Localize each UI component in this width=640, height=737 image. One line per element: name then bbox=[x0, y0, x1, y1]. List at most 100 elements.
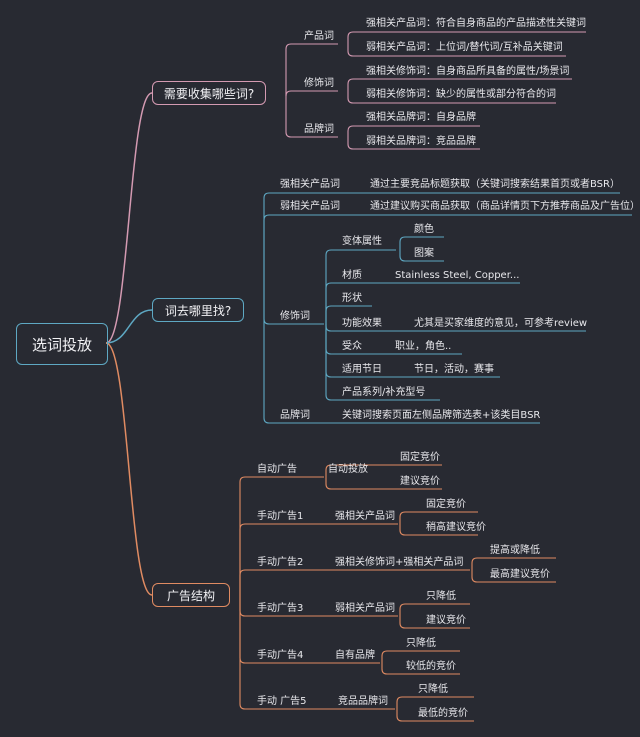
connector-line bbox=[239, 595, 252, 617]
source-weak-product-words[interactable]: 弱相关产品词 bbox=[280, 201, 340, 212]
connector-line bbox=[263, 310, 276, 325]
connector-line bbox=[399, 616, 420, 629]
connector-line bbox=[285, 90, 300, 97]
connector-line bbox=[325, 324, 336, 355]
connector-line bbox=[396, 696, 412, 709]
connector-line bbox=[285, 93, 300, 138]
connector-line bbox=[325, 282, 336, 324]
connector-line bbox=[381, 663, 400, 675]
campaign-manual-4-target[interactable]: 自有品牌 bbox=[335, 650, 375, 661]
item-strong-product-words[interactable]: 强相关产品词：符合自身商品的产品描述性关键词 bbox=[366, 18, 586, 29]
modifier-audience-note: 职业，角色.. bbox=[395, 341, 452, 352]
connector-line bbox=[325, 477, 394, 490]
campaign-manual-5-bid-2[interactable]: 最低的竞价 bbox=[418, 708, 468, 719]
campaign-manual-5[interactable]: 手动 广告5 bbox=[257, 696, 307, 707]
campaign-auto-bid-1[interactable]: 固定竞价 bbox=[400, 452, 440, 463]
campaign-manual-5-bid-1[interactable]: 只降低 bbox=[418, 684, 448, 695]
campaign-manual-2-target[interactable]: 强相关修饰词+强相关产品词 bbox=[335, 557, 464, 568]
source-brand-note: 关键词搜索页面左侧品牌筛选表+该类目BSR bbox=[342, 410, 541, 421]
connector-line bbox=[285, 43, 300, 93]
variant-color[interactable]: 颜色 bbox=[414, 224, 434, 235]
campaign-manual-4-bid-1[interactable]: 只降低 bbox=[406, 638, 436, 649]
connector-line bbox=[325, 249, 336, 324]
connector-line bbox=[239, 569, 252, 595]
source-strong-product-words[interactable]: 强相关产品词 bbox=[280, 179, 340, 190]
group-modifier-words[interactable]: 修饰词 bbox=[304, 78, 334, 89]
connector-line bbox=[399, 524, 420, 536]
connector-line bbox=[325, 464, 394, 477]
connector-line bbox=[325, 305, 336, 324]
campaign-auto-target[interactable]: 自动投放 bbox=[328, 464, 368, 475]
modifier-function-note: 尤其是买家维度的意见，可参考review bbox=[414, 318, 588, 329]
connector-line bbox=[396, 709, 412, 722]
group-product-words[interactable]: 产品词 bbox=[304, 31, 334, 42]
modifier-function[interactable]: 功能效果 bbox=[342, 318, 382, 329]
connector-line bbox=[325, 324, 336, 401]
campaign-manual-2[interactable]: 手动广告2 bbox=[257, 557, 304, 568]
variant-pattern[interactable]: 图案 bbox=[414, 248, 434, 259]
campaign-manual-3-target[interactable]: 弱相关产品词 bbox=[335, 603, 395, 614]
connector-line bbox=[239, 523, 252, 595]
campaign-auto[interactable]: 自动广告 bbox=[257, 464, 297, 475]
campaign-manual-4[interactable]: 手动广告4 bbox=[257, 650, 304, 661]
modifier-material-note: Stainless Steel, Copper... bbox=[395, 270, 520, 281]
connector-line bbox=[239, 595, 252, 710]
campaign-manual-2-bid-1[interactable]: 提高或降低 bbox=[490, 545, 540, 556]
campaign-manual-1-bid-2[interactable]: 稍高建议竞价 bbox=[426, 522, 486, 533]
connector-line bbox=[471, 557, 484, 570]
item-strong-brand-words[interactable]: 强相关品牌词：自身品牌 bbox=[366, 112, 476, 123]
source-brand-words[interactable]: 品牌词 bbox=[280, 410, 310, 421]
campaign-manual-4-bid-2[interactable]: 较低的竞价 bbox=[406, 661, 456, 672]
campaign-manual-3-bid-1[interactable]: 只降低 bbox=[426, 591, 456, 602]
connector-line bbox=[347, 44, 362, 57]
connector-line bbox=[325, 324, 336, 378]
modifier-holiday[interactable]: 适用节日 bbox=[342, 364, 382, 375]
connector-line bbox=[239, 595, 252, 664]
connector-line bbox=[105, 92, 153, 344]
campaign-auto-bid-2[interactable]: 建议竞价 bbox=[400, 476, 440, 487]
item-weak-modifier-words[interactable]: 弱相关修饰词：缺少的属性或部分符合的词 bbox=[366, 89, 556, 100]
campaign-manual-5-target[interactable]: 竞品品牌词 bbox=[338, 696, 388, 707]
modifier-product-series[interactable]: 产品系列/补充型号 bbox=[342, 387, 426, 398]
connector-line bbox=[325, 324, 336, 332]
item-weak-brand-words[interactable]: 弱相关品牌词：竞品品牌 bbox=[366, 136, 476, 147]
campaign-manual-3-bid-2[interactable]: 建议竞价 bbox=[426, 615, 466, 626]
connector-line bbox=[347, 137, 362, 150]
connector-line bbox=[347, 78, 362, 91]
section-ad-structure[interactable]: 广告结构 bbox=[152, 583, 230, 607]
modifier-audience[interactable]: 受众 bbox=[342, 341, 362, 352]
connector-line bbox=[239, 476, 252, 595]
source-strong-product-note: 通过主要竞品标题获取（关键词搜索结果首页或者BSR） bbox=[370, 179, 620, 190]
section-keywords-to-collect[interactable]: 需要收集哪些词? bbox=[152, 81, 266, 105]
group-brand-words[interactable]: 品牌词 bbox=[304, 124, 334, 135]
connector-line bbox=[263, 310, 276, 424]
connector-line bbox=[399, 236, 410, 250]
connector-line bbox=[105, 342, 153, 596]
root-node[interactable]: 选词投放 bbox=[16, 323, 108, 365]
connector-line bbox=[399, 250, 410, 262]
campaign-manual-1[interactable]: 手动广告1 bbox=[257, 511, 304, 522]
source-weak-product-note: 通过建议购买商品获取（商品详情页下方推荐商品及广告位） bbox=[370, 201, 640, 212]
campaign-manual-1-target[interactable]: 强相关产品词 bbox=[335, 511, 395, 522]
connector-line bbox=[399, 511, 420, 524]
campaign-manual-1-bid-1[interactable]: 固定竞价 bbox=[426, 499, 466, 510]
source-modifier-words[interactable]: 修饰词 bbox=[280, 311, 310, 322]
item-weak-product-words[interactable]: 弱相关产品词：上位词/替代词/互补品关键词 bbox=[366, 42, 563, 53]
modifier-material[interactable]: 材质 bbox=[342, 270, 362, 281]
section-where-to-find[interactable]: 词去哪里找? bbox=[152, 298, 244, 322]
connector-line bbox=[347, 91, 362, 104]
connector-line bbox=[105, 309, 153, 344]
connector-line bbox=[263, 192, 276, 310]
campaign-manual-2-bid-2[interactable]: 最高建议竞价 bbox=[490, 569, 550, 580]
item-strong-modifier-words[interactable]: 强相关修饰词：自身商品所具备的属性/场景词 bbox=[366, 66, 570, 77]
modifier-variant-attributes[interactable]: 变体属性 bbox=[342, 236, 382, 247]
connector-line bbox=[263, 214, 276, 310]
campaign-manual-3[interactable]: 手动广告3 bbox=[257, 603, 304, 614]
connector-line bbox=[347, 125, 362, 137]
modifier-holiday-note: 节日，活动，赛事 bbox=[414, 364, 494, 375]
connector-line bbox=[471, 570, 484, 583]
connector-line bbox=[347, 31, 362, 44]
modifier-shape[interactable]: 形状 bbox=[342, 293, 362, 304]
connector-line bbox=[381, 650, 400, 663]
